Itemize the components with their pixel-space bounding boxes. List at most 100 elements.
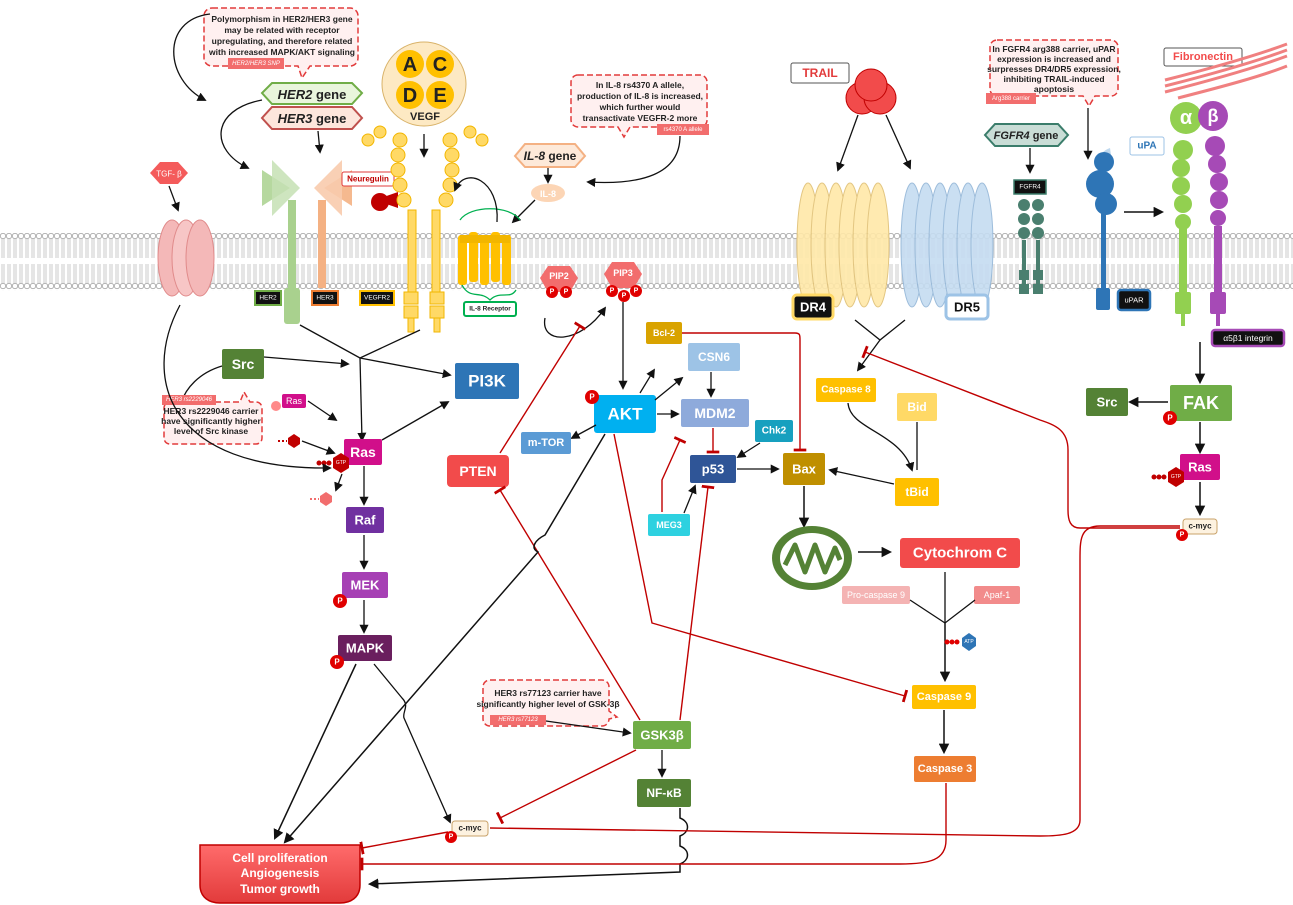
svg-text:expression is increased and: expression is increased and [997, 54, 1111, 64]
svg-text:may be related with receptor: may be related with receptor [224, 25, 340, 35]
mapk-node: MAPK P [330, 635, 392, 669]
svg-text:Caspase 3: Caspase 3 [918, 763, 972, 775]
upar-tag [1116, 288, 1152, 312]
svg-text:Src: Src [1097, 395, 1118, 410]
trail-ligand [845, 68, 897, 115]
pten-node: PTEN [447, 455, 509, 487]
svg-text:HER3 rs77123: HER3 rs77123 [498, 717, 538, 723]
ras-node: Ras [344, 439, 382, 465]
svg-text:MEG3: MEG3 [656, 520, 682, 530]
svg-text:P: P [449, 834, 454, 841]
svg-text:apoptosis: apoptosis [1034, 84, 1074, 94]
bax-node: Bax [783, 453, 825, 485]
chk2-node: Chk2 [755, 420, 793, 442]
svg-text:surpresses DR4/DR5 expression,: surpresses DR4/DR5 expression, [987, 64, 1121, 74]
il8r-tag [463, 301, 517, 317]
svg-text:P: P [622, 293, 627, 300]
pi3k-node: PI3K [455, 363, 519, 399]
gsk3b-node: GSK3β [633, 721, 691, 749]
vegfr2-tag [359, 290, 395, 306]
cell-membrane [0, 233, 1293, 291]
trail-label-box: TRAIL [790, 62, 850, 84]
ras-node-right: Ras [1180, 454, 1220, 480]
svg-text:MDM2: MDM2 [694, 405, 735, 421]
svg-text:Ras: Ras [286, 396, 303, 406]
callout-her2her3: Polymorphism in HER2/HER3 gene may be re… [203, 7, 359, 80]
svg-text:A: A [403, 54, 417, 76]
svg-text:P: P [1180, 532, 1185, 539]
svg-text:c-myc: c-myc [458, 824, 482, 833]
svg-text:significantly higher level of: significantly higher level of GSK-3β [476, 699, 619, 709]
her3-gene-box: HER3 gene [260, 106, 364, 130]
svg-text:with increased MAPK/AKT signal: with increased MAPK/AKT signaling [208, 47, 355, 57]
integrin-tag [1210, 328, 1286, 348]
svg-text:P: P [564, 289, 569, 296]
svg-text:D: D [403, 85, 417, 107]
svg-text:P: P [1167, 414, 1173, 423]
fak-node: FAK P [1163, 385, 1232, 425]
tgfb-receptor [157, 219, 215, 297]
bcl2-node: Bcl-2 [646, 322, 682, 344]
svg-text:FGFR4: FGFR4 [1019, 184, 1041, 191]
svg-text:HER3: HER3 [316, 295, 334, 302]
cmyc-node: c-myc P [445, 820, 489, 843]
cytochrom-c-node: Cytochrom C [900, 538, 1020, 568]
svg-text:transactivate VEGFR-2 more: transactivate VEGFR-2 more [583, 113, 698, 123]
fibronectin: Fibronectin [1163, 42, 1288, 100]
her2-gene-box: HER2 gene [260, 82, 364, 105]
svg-text:FAK: FAK [1183, 393, 1219, 413]
svg-text:uPA: uPA [1137, 141, 1156, 152]
svg-text:Bcl-2: Bcl-2 [653, 328, 675, 338]
svg-text:Apaf-1: Apaf-1 [984, 590, 1011, 600]
svg-text:IL-8: IL-8 [540, 189, 556, 199]
dr5-tag [944, 293, 990, 321]
svg-text:P: P [550, 289, 555, 296]
svg-text:upregulating, and therefore re: upregulating, and therefore related [212, 36, 353, 46]
tbid-node: tBid [895, 478, 939, 506]
svg-text:rs4370 A allele: rs4370 A allele [663, 127, 703, 133]
svg-text:Polymorphism in HER2/HER3 gene: Polymorphism in HER2/HER3 gene [211, 14, 352, 24]
dr5-receptor [900, 182, 994, 308]
vegfr2-receptor [361, 125, 489, 333]
mitochondrion [772, 526, 852, 590]
pip2-node: PIP2 P P [540, 266, 578, 298]
svg-text:HER2/HER3 SNP: HER2/HER3 SNP [232, 61, 280, 67]
svg-text:inhibiting TRAIL-induced: inhibiting TRAIL-induced [1003, 74, 1104, 84]
svg-text:GTP: GTP [1171, 474, 1182, 480]
svg-text:Caspase 9: Caspase 9 [917, 691, 971, 703]
outcome-line-3: Tumor growth [240, 882, 320, 896]
vegf-ligand: A C D E VEGF [381, 41, 467, 127]
integrin-beta [1198, 101, 1228, 326]
gdp-marker-bottom [310, 492, 332, 506]
pip3-node: PIP3 P P P [604, 262, 642, 302]
svg-text:P: P [334, 658, 340, 667]
svg-text:production of IL-8 is increase: production of IL-8 is increased, [577, 91, 703, 101]
mdm2-node: MDM2 [681, 399, 749, 427]
svg-text:Bax: Bax [792, 462, 817, 477]
outcome-box: Cell proliferation Angiogenesis Tumor gr… [199, 844, 361, 904]
svg-text:m-TOR: m-TOR [528, 437, 565, 449]
integrin-alpha [1170, 102, 1202, 326]
mtor-node: m-TOR [521, 432, 571, 454]
il8-receptor: IL-8 Receptor [458, 208, 521, 317]
svg-text:Chk2: Chk2 [762, 426, 787, 437]
integrin-alpha-label: α [1180, 107, 1193, 129]
svg-text:DR5: DR5 [954, 300, 980, 315]
svg-text:Fibronectin: Fibronectin [1173, 51, 1233, 63]
svg-text:VEGF: VEGF [410, 111, 440, 123]
svg-text:FGFR4 gene: FGFR4 gene [994, 130, 1059, 142]
callout-rs77123: HER3 rs77123 carrier have significantly … [476, 679, 620, 727]
svg-text:Pro-caspase 9: Pro-caspase 9 [847, 590, 905, 600]
callout-rs2229046: HER3 rs2229046 carrier have significantl… [161, 390, 263, 445]
svg-text:HER3 rs77123 carrier have: HER3 rs77123 carrier have [494, 688, 602, 698]
svg-text:Neuregulin: Neuregulin [347, 175, 389, 184]
svg-text:level of Src kinase: level of Src kinase [174, 426, 248, 436]
ras-small: Ras [271, 394, 306, 411]
dr4-tag [791, 293, 835, 321]
caspase8-node: Caspase 8 [816, 378, 876, 402]
upar-receptor [1086, 152, 1117, 310]
svg-text:which further would: which further would [599, 102, 681, 112]
svg-text:Ras: Ras [1188, 460, 1212, 475]
svg-text:NF-κB: NF-κB [646, 786, 682, 800]
